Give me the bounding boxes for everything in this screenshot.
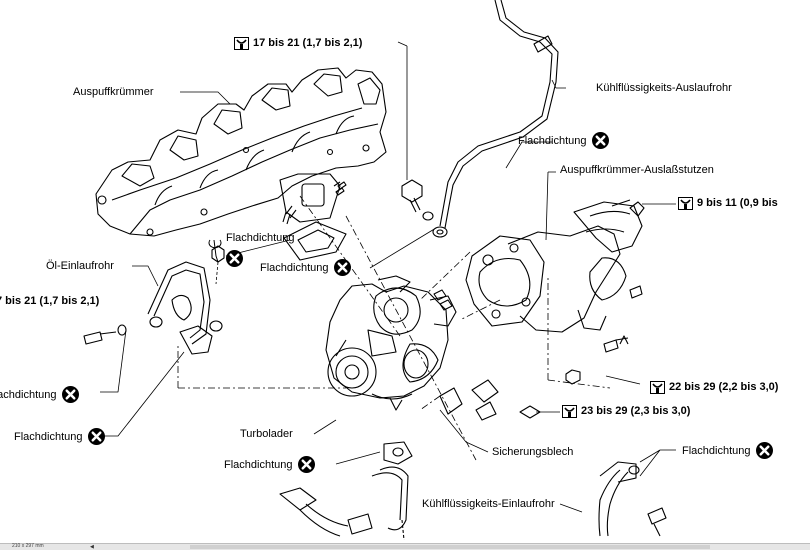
exhaust-manifold-drawing <box>95 67 387 237</box>
turbocharger-drawing <box>325 275 457 411</box>
torque-value: 23 bis 29 (2,3 bis 3,0) <box>581 405 691 417</box>
torque-value: 17 bis 21 (1,7 bis 2,1) <box>253 37 363 49</box>
gasket-label: Flachdichtung <box>682 444 751 457</box>
manifold-bolt-drawing <box>397 41 423 213</box>
gasket-label: Flachdichtung <box>226 232 295 244</box>
coolant-outlet-pipe-drawing <box>422 0 559 238</box>
coolant-inlet-pipe-drawing <box>279 441 667 541</box>
gasket-label: Flachdichtung <box>14 430 83 443</box>
gasket-callout-6: Flachdichtung <box>224 456 315 473</box>
manifold-gasket-drawing <box>283 221 347 261</box>
gasket-callout-4: Flachdichtung <box>0 386 79 403</box>
torque-callout-1: 17 bis 21 (1,7 bis 2,1) <box>234 36 362 50</box>
torque-callout-3: 7 bis 21 (1,7 bis 2,1) <box>0 294 99 308</box>
gasket-callout-5: Flachdichtung <box>14 428 105 445</box>
gasket-callout-3: Flachdichtung <box>260 259 351 276</box>
torque-callout-2: 9 bis 11 (0,9 bis <box>678 196 778 210</box>
replace-part-icon <box>755 442 773 459</box>
wrench-icon <box>562 404 577 418</box>
gasket-label: Flachdichtung <box>260 261 329 274</box>
replace-part-icon <box>226 250 243 267</box>
gasket-label: Flachdichtung <box>518 134 587 147</box>
gasket-callout-7: Flachdichtung <box>682 442 773 459</box>
gasket-callout-1: Flachdichtung <box>518 132 609 149</box>
gasket-callout-2: Flachdichtung <box>226 232 295 244</box>
scroll-left-icon[interactable]: ◀ <box>90 544 94 550</box>
gasket-label: Flachdichtung <box>224 458 293 471</box>
label-kuehlfluessigkeits-einlaufrohr: Kühlflüssigkeits-Einlaufrohr <box>422 498 555 510</box>
gasket-label: Flachdichtung <box>0 388 57 401</box>
label-kuehlfluessigkeits-auslaufrohr: Kühlflüssigkeits-Auslaufrohr <box>596 82 732 94</box>
oil-inlet-pipe-drawing <box>83 245 225 355</box>
torque-value: 9 bis 11 (0,9 bis <box>697 197 778 209</box>
wrench-icon <box>678 196 693 210</box>
torque-callout-5: 23 bis 29 (2,3 bis 3,0) <box>562 404 690 418</box>
wrench-icon <box>234 36 249 50</box>
label-auslassstutzen: Auspuffkrümmer-Auslaßstutzen <box>560 164 714 176</box>
replace-part-icon <box>297 456 315 473</box>
label-auspuffkruemmer: Auspuffkrümmer <box>73 86 154 98</box>
label-turbolader: Turbolader <box>240 428 293 440</box>
exhaust-outlet-elbow-drawing <box>465 199 676 333</box>
viewer-status-bar: 210 x 297 mm ◀ <box>0 543 810 550</box>
torque-callout-4: 22 bis 29 (2,2 bis 3,0) <box>650 380 778 394</box>
page-size-readout: 210 x 297 mm <box>12 543 44 549</box>
replace-part-icon <box>591 132 609 149</box>
torque-value: 7 bis 21 (1,7 bis 2,1) <box>0 295 100 307</box>
leader-lines <box>100 79 676 513</box>
replace-part-icon <box>61 386 79 403</box>
replace-part-icon <box>87 428 105 445</box>
label-oel-einlaufrohr: Öl-Einlaufrohr <box>46 260 114 272</box>
horizontal-scrollbar[interactable] <box>190 545 710 549</box>
label-sicherungsblech: Sicherungsblech <box>492 446 574 458</box>
replace-part-icon <box>333 259 351 276</box>
torque-value: 22 bis 29 (2,2 bis 3,0) <box>669 381 779 393</box>
wrench-icon <box>650 380 665 394</box>
